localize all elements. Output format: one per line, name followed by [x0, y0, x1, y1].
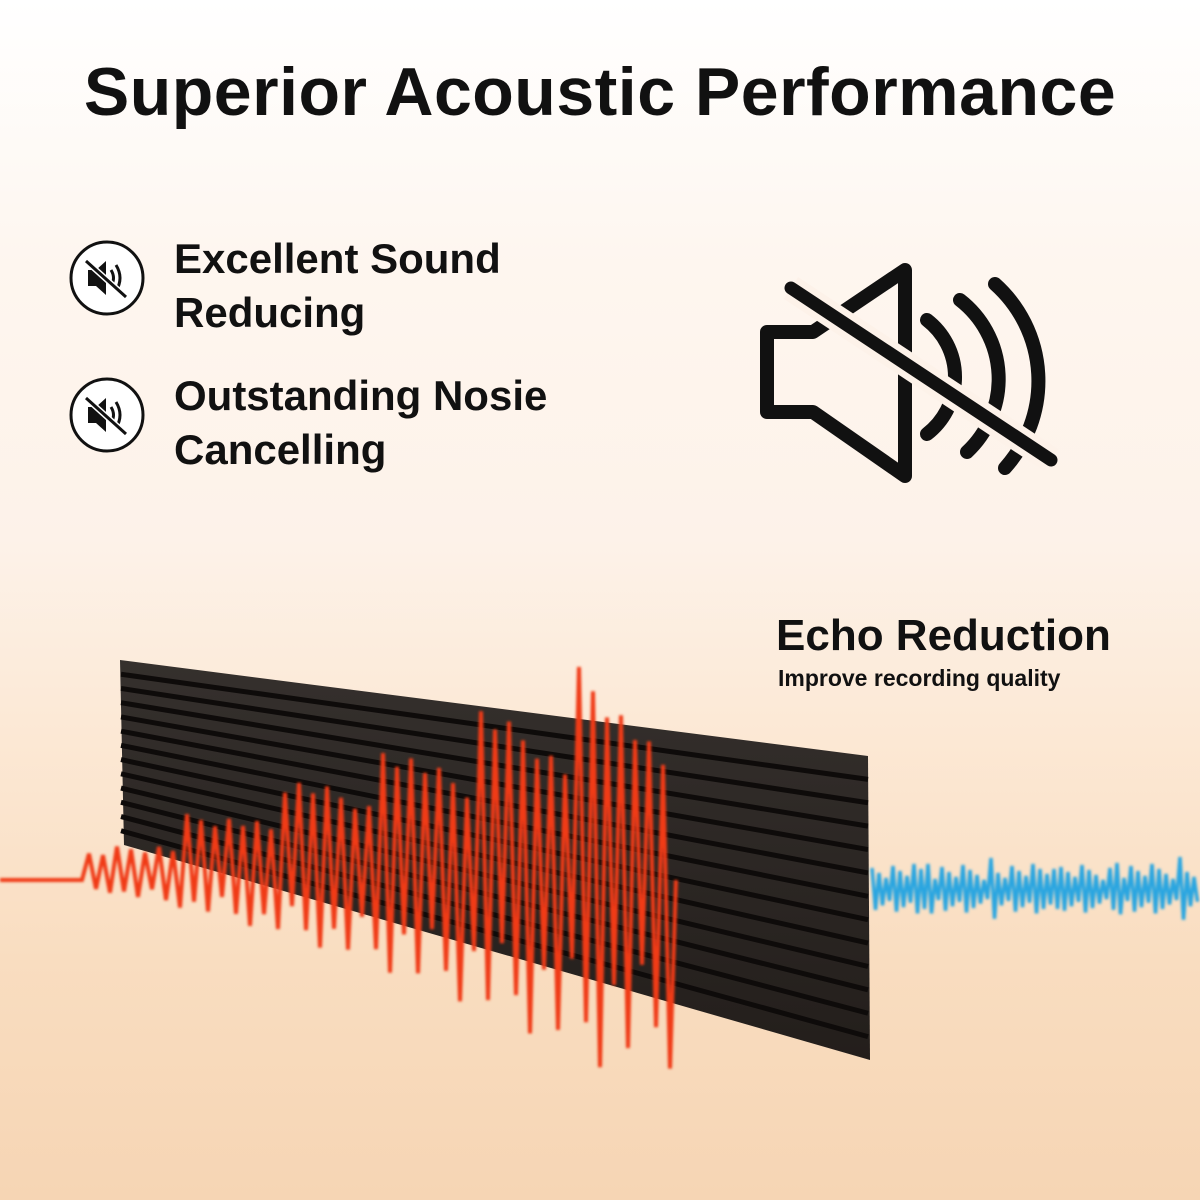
feature-sound-reducing: Excellent Sound Reducing: [68, 232, 501, 340]
panel-groove: [120, 785, 869, 969]
panel-groove: [120, 671, 869, 782]
incoming-sound-wave: [0, 666, 678, 1069]
feature-line-1: Outstanding Nosie: [174, 372, 548, 419]
feature-label: Outstanding Nosie Cancelling: [174, 369, 547, 477]
reduced-sound-wave: [870, 856, 1200, 920]
feature-line-2: Reducing: [174, 289, 366, 336]
muted-speaker-icon: [69, 240, 145, 316]
muted-speaker-icon: [760, 263, 1059, 483]
panel-groove: [120, 771, 869, 946]
echo-subtitle: Improve recording quality: [778, 665, 1061, 691]
feature-line-1: Excellent Sound: [174, 235, 501, 282]
panel-groove: [120, 757, 869, 923]
page-title: Superior Acoustic Performance: [83, 54, 1117, 130]
echo-title: Echo Reduction: [776, 611, 1111, 660]
acoustic-panel-illustration: [0, 660, 1200, 1069]
feature-line-2: Cancelling: [174, 426, 387, 473]
feature-label: Excellent Sound Reducing: [174, 232, 501, 340]
feature-noise-cancelling: Outstanding Nosie Cancelling: [68, 369, 547, 477]
muted-speaker-icon: [69, 377, 145, 453]
echo-reduction-callout: Echo Reduction Improve recording quality: [776, 610, 1111, 694]
